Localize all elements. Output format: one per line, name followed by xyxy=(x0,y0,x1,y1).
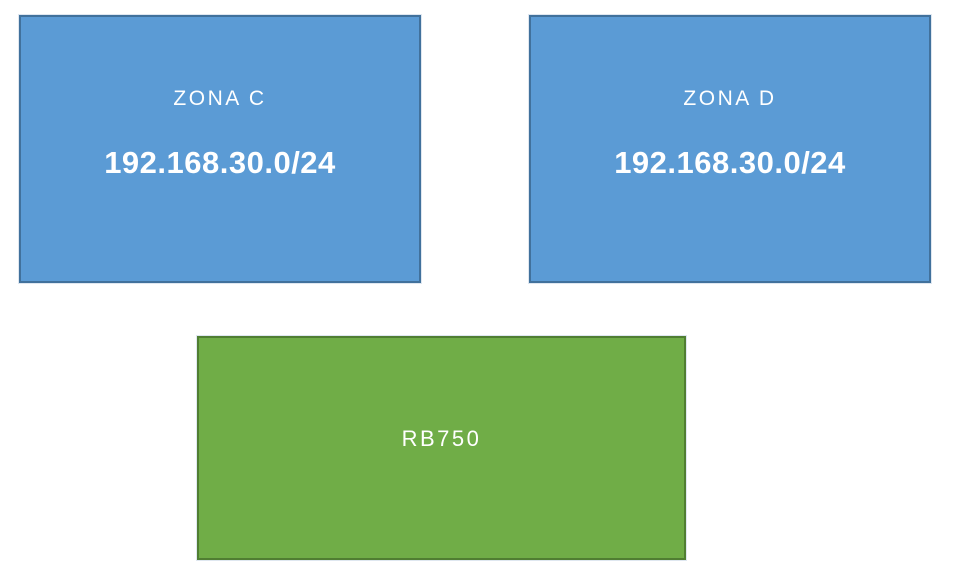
zone-c-box: ZONA C 192.168.30.0/24 xyxy=(18,14,422,284)
zone-c-label: ZONA C xyxy=(173,87,267,110)
router-box: RB750 xyxy=(196,335,687,561)
zone-d-subnet: 192.168.30.0/24 xyxy=(614,145,846,180)
zone-d-box: ZONA D 192.168.30.0/24 xyxy=(528,14,932,284)
router-label: RB750 xyxy=(401,425,482,451)
zone-d-label: ZONA D xyxy=(683,87,777,110)
zone-c-subnet: 192.168.30.0/24 xyxy=(104,145,336,180)
